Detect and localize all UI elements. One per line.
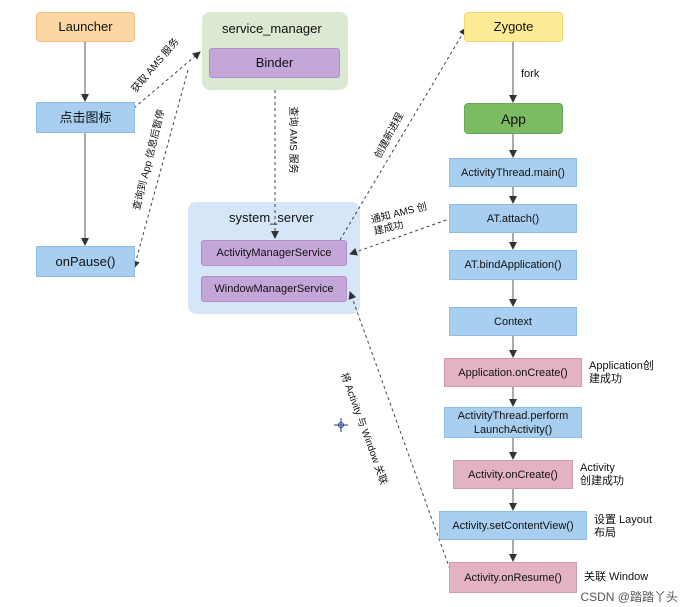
app-node: App [464,103,563,134]
link-window-note: 关联 Window [584,571,649,583]
at-attach-node: AT.attach() [449,204,577,233]
context-node: Context [449,307,577,336]
binder-node: Binder [209,48,340,78]
activity-created-line-2: 创建成功 [580,475,624,487]
system-server-label: system_server [229,210,314,225]
perform-launch-activity-line-1: ActivityThread.perform [457,409,569,422]
activity-on-create-node: Activity.onCreate() [453,460,573,489]
set-content-view-node: Activity.setContentView() [439,511,587,540]
activity-thread-main-node: ActivityThread.main() [449,158,577,187]
set-layout-line-2: 布局 [594,527,616,539]
activity-created-line-1: Activity [580,462,615,474]
service-manager-label: service_manager [222,21,322,36]
click-icon-node: 点击图标 [36,102,135,133]
launcher-node: Launcher [36,12,135,42]
zygote-node: Zygote [464,12,563,42]
watermark: CSDN @踏踏丫头 [580,590,678,604]
fork-label: fork [521,68,540,80]
wms-node: WindowManagerService [201,276,347,302]
at-bind-application-node: AT.bindApplication() [449,250,577,280]
crosshair-cursor-icon [334,418,348,432]
perform-launch-activity-node: ActivityThread.perform LaunchActivity() [444,407,582,438]
set-layout-note: 设置 Layout 布局 [594,514,652,540]
activity-created-note: Activity 创建成功 [580,462,624,488]
application-created-note: Application创 建成功 [589,360,654,386]
perform-launch-activity-line-2: LaunchActivity() [473,423,553,436]
application-created-line-1: Application创 [589,360,654,372]
ams-node: ActivityManagerService [201,240,347,266]
query-ams-label: 查询 AMS 服务 [287,106,298,174]
on-pause-node: onPause() [36,246,135,277]
set-layout-line-1: 设置 Layout [594,514,653,526]
application-on-create-node: Application.onCreate() [444,358,582,387]
on-resume-node: Activity.onResume() [449,562,577,593]
application-created-line-2: 建成功 [589,373,622,385]
